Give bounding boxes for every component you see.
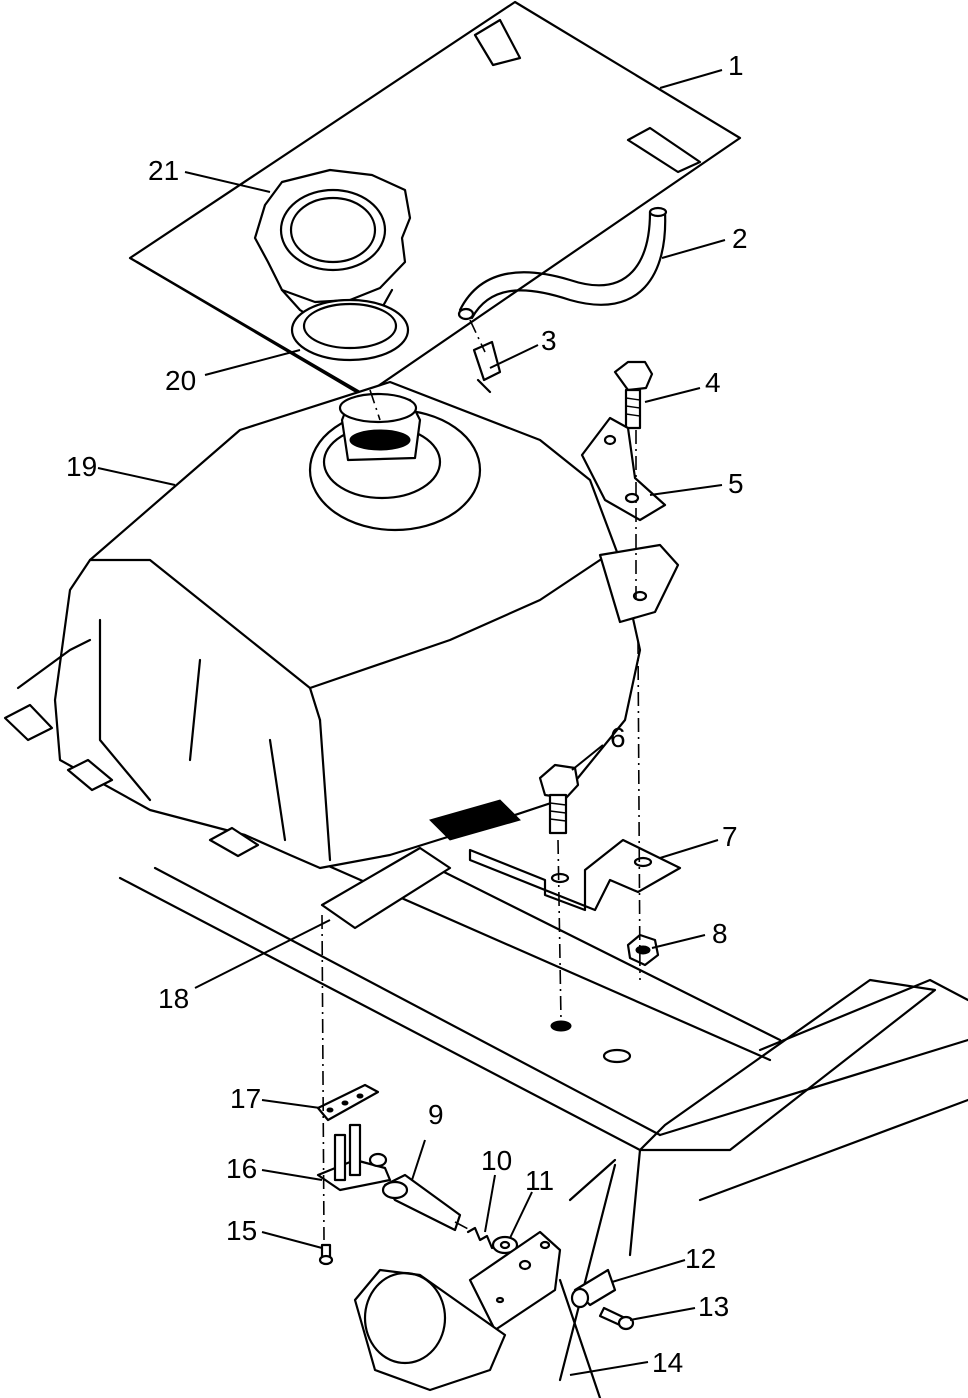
callout-18: 18 bbox=[158, 983, 189, 1014]
callout-11: 11 bbox=[525, 1165, 554, 1196]
callout-2: 2 bbox=[732, 223, 748, 254]
callout-7: 7 bbox=[722, 821, 738, 852]
callout-5: 5 bbox=[728, 468, 744, 499]
callout-19: 19 bbox=[66, 451, 97, 482]
callout-20: 20 bbox=[165, 365, 196, 396]
part-14-bracket bbox=[468, 1230, 562, 1332]
callout-8: 8 bbox=[712, 918, 728, 949]
part-19-fuel-tank bbox=[3, 380, 680, 870]
callout-21: 21 bbox=[148, 155, 179, 186]
part-15-screw bbox=[318, 1243, 334, 1266]
part-3-vent-fitting bbox=[472, 340, 502, 394]
part-13-screw bbox=[598, 1306, 635, 1331]
part-18-pad bbox=[320, 846, 452, 930]
callout-10: 10 bbox=[481, 1145, 512, 1176]
callout-1: 1 bbox=[728, 50, 744, 81]
callout-15: 15 bbox=[226, 1215, 257, 1246]
callout-6: 6 bbox=[610, 722, 626, 753]
frame bbox=[118, 858, 968, 1398]
part-7-support-bracket bbox=[468, 838, 682, 912]
foot-peg bbox=[353, 1268, 507, 1392]
part-2-vent-hose bbox=[457, 206, 668, 321]
callout-9: 9 bbox=[428, 1099, 444, 1130]
callout-14: 14 bbox=[652, 1347, 683, 1378]
part-9-valve-stem bbox=[381, 1173, 462, 1232]
part-5-bracket bbox=[580, 416, 667, 522]
callout-17: 17 bbox=[230, 1083, 261, 1114]
callout-labels: 1 2 3 4 5 6 7 8 9 10 11 12 13 14 15 16 1… bbox=[66, 50, 748, 1378]
part-6-bolt bbox=[538, 763, 580, 835]
leader-lines bbox=[97, 69, 726, 1376]
callout-3: 3 bbox=[541, 325, 557, 356]
callout-12: 12 bbox=[685, 1243, 716, 1274]
part-4-bolt bbox=[613, 360, 654, 430]
part-11-washer bbox=[491, 1235, 519, 1255]
part-20-gasket bbox=[290, 298, 410, 362]
part-12-knob bbox=[570, 1268, 617, 1309]
part-17-plate bbox=[316, 1083, 380, 1122]
part-8-nut bbox=[626, 933, 660, 967]
part-1-cover-panel bbox=[128, 0, 742, 402]
callout-16: 16 bbox=[226, 1153, 257, 1184]
alignment-lines bbox=[321, 319, 641, 1241]
callout-4: 4 bbox=[705, 367, 721, 398]
part-21-fuel-cap bbox=[253, 168, 412, 337]
callout-13: 13 bbox=[698, 1291, 729, 1322]
part-16-petcock bbox=[316, 1123, 392, 1192]
